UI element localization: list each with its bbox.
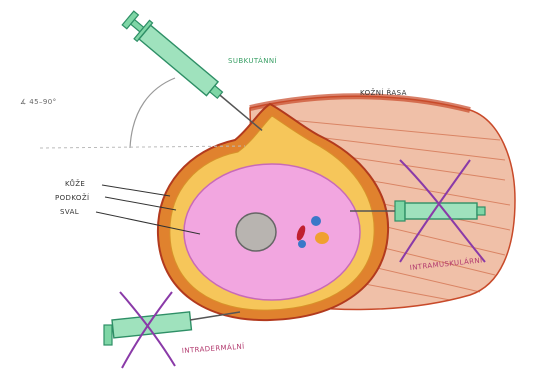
bone <box>236 213 276 251</box>
label-subcutaneous: SUBKUTÁNNÍ <box>228 56 277 65</box>
vein-1 <box>311 216 321 226</box>
intradermal-syringe-icon <box>104 312 240 345</box>
subcutaneous-syringe-icon <box>120 9 269 140</box>
label-subcutis: PODKOŽÍ <box>55 193 90 202</box>
label-muscle: SVAL <box>60 208 79 216</box>
label-skin: KŮŽE <box>65 179 85 188</box>
label-angle: ∡ 45–90° <box>20 98 57 106</box>
vein-2 <box>298 240 306 248</box>
label-intradermal: INTRADERMÁLNÍ <box>182 342 245 355</box>
label-skin-fold: KOŽNÍ ŘASA <box>360 88 407 97</box>
nerve <box>315 232 329 244</box>
